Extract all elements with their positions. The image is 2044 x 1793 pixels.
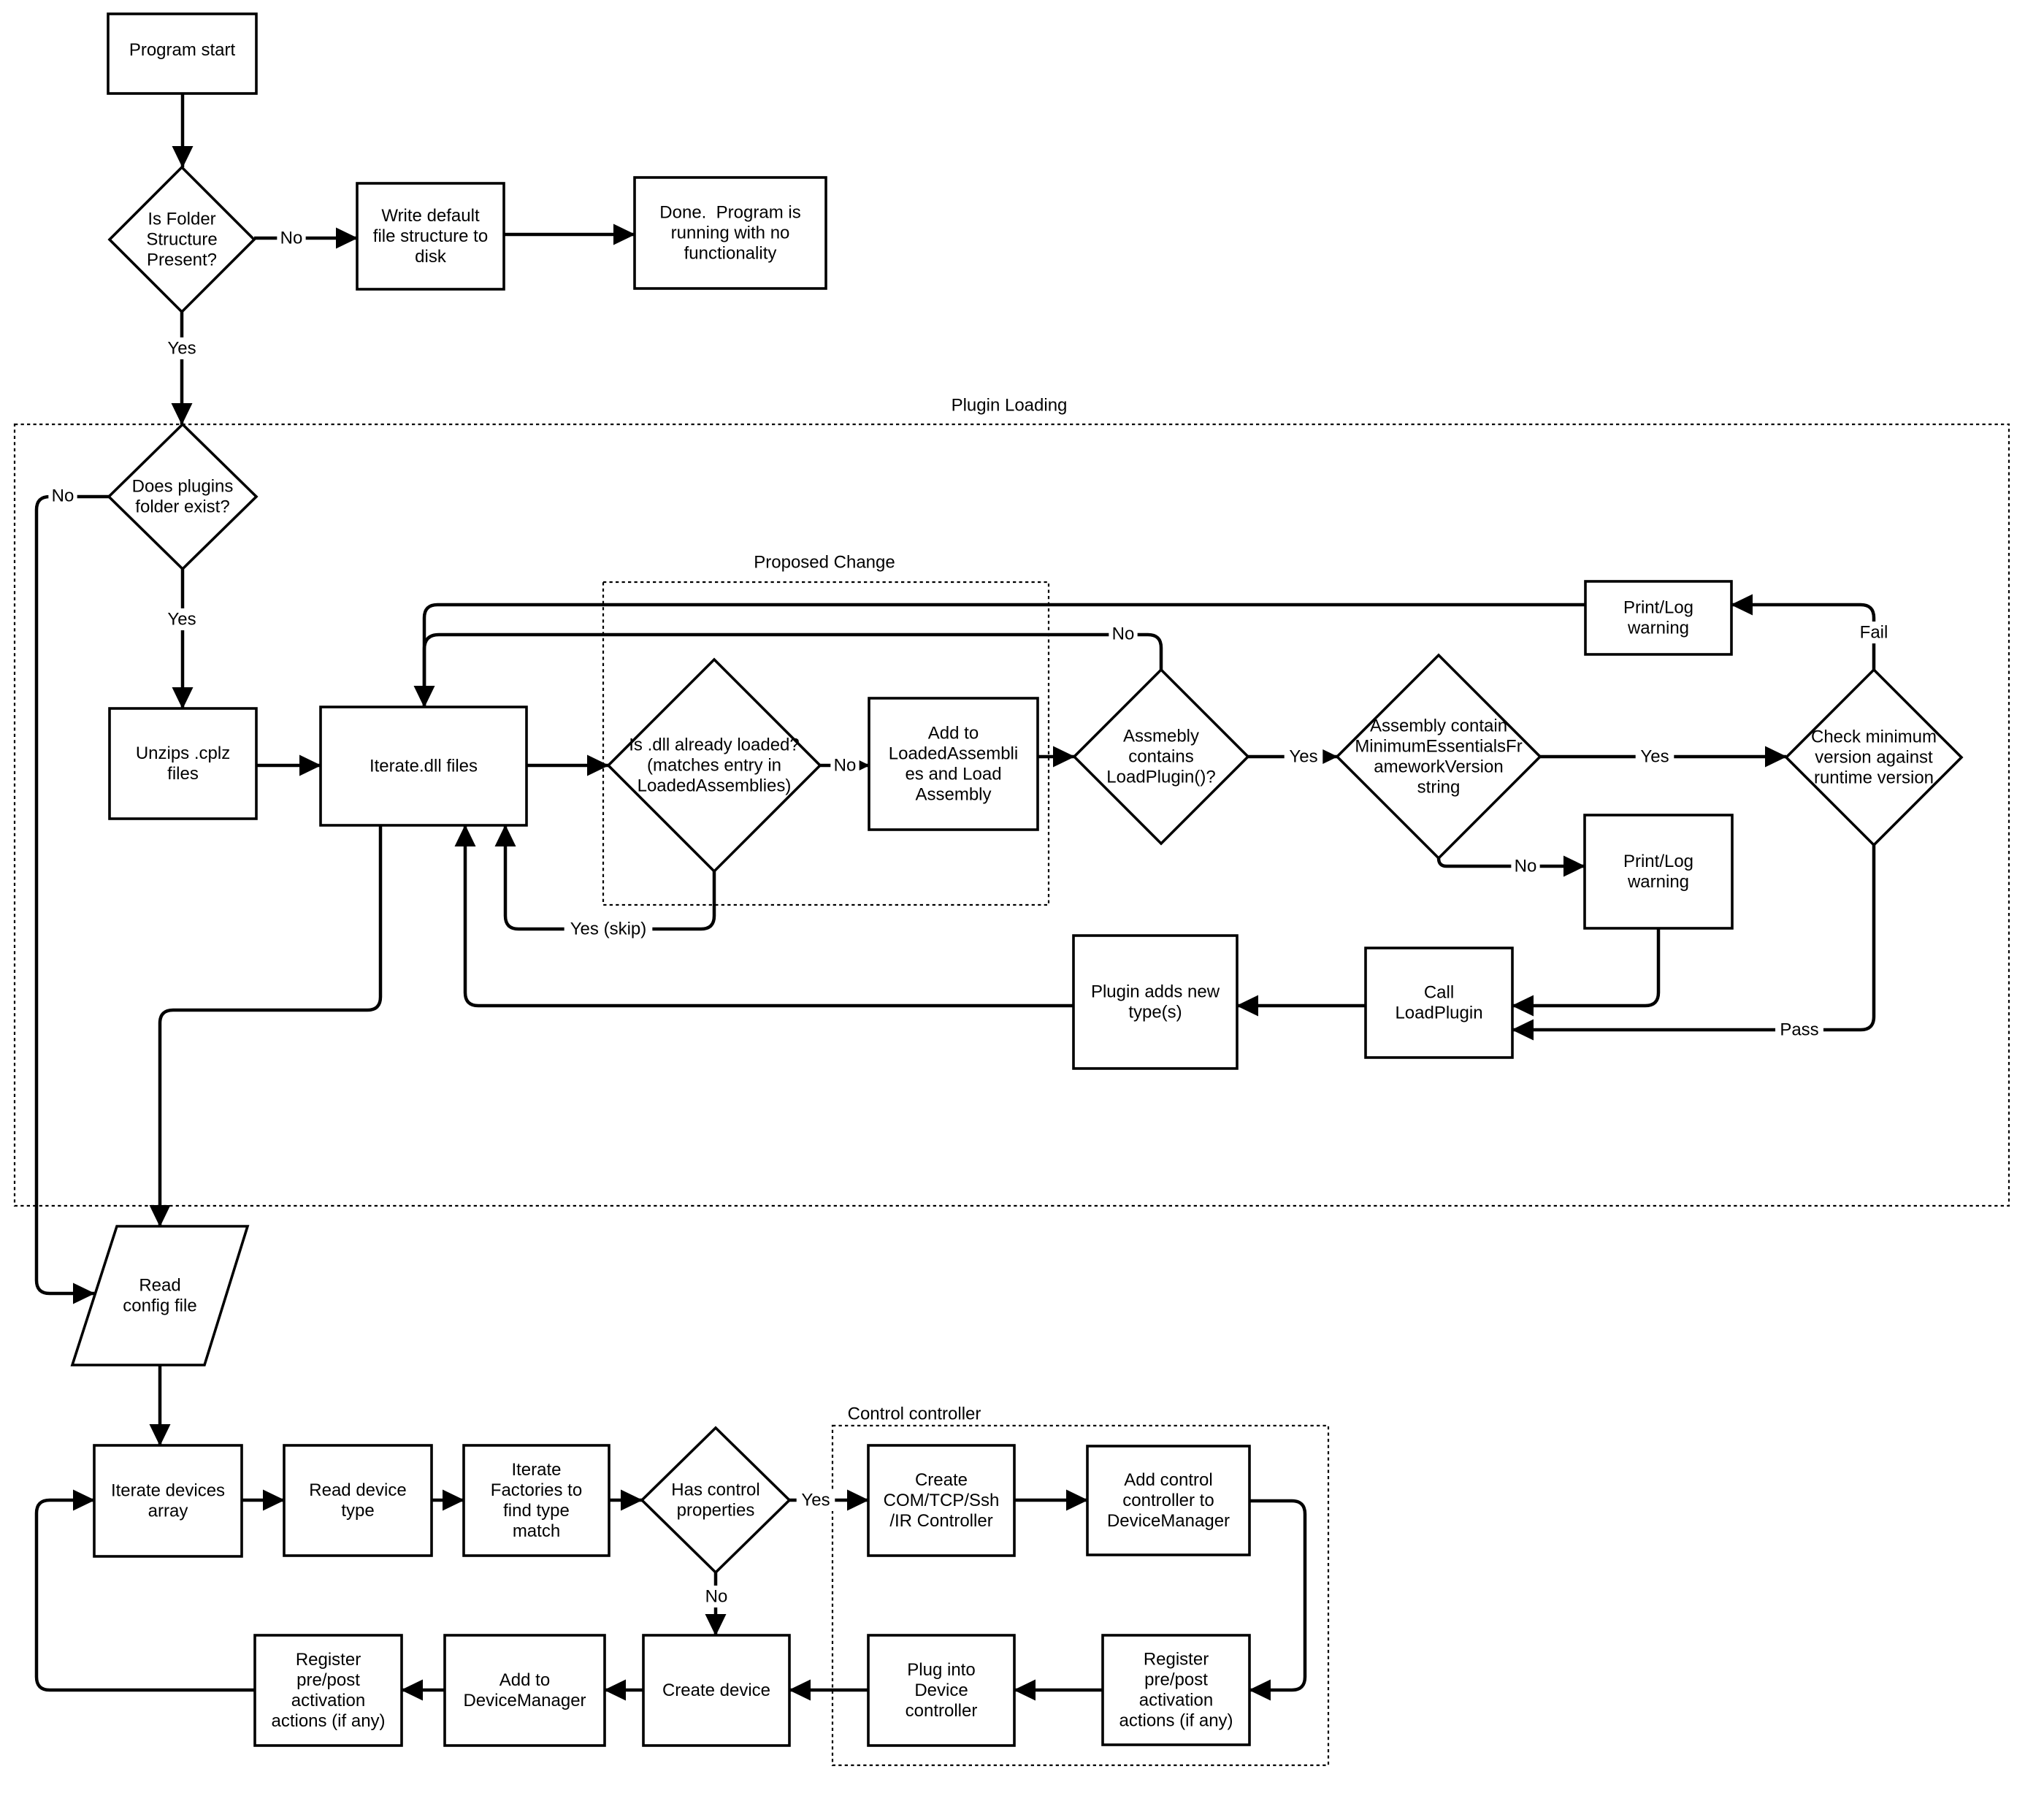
svg-text:Plugin Loading: Plugin Loading [952,396,1068,416]
svg-text:Print/Log: Print/Log [1623,598,1693,618]
svg-text:No: No [1515,857,1537,876]
svg-text:Create: Create [915,1470,968,1490]
svg-text:type: type [341,1501,374,1521]
svg-text:controller to: controller to [1122,1491,1214,1510]
svg-text:controller: controller [906,1701,978,1721]
svg-text:Iterate: Iterate [511,1460,561,1480]
svg-text:warning: warning [1627,872,1689,892]
svg-text:match: match [513,1521,560,1541]
svg-text:pre/post: pre/post [296,1670,360,1690]
svg-text:Register: Register [296,1650,361,1670]
svg-text:actions (if any): actions (if any) [271,1711,385,1731]
svg-text:folder exist?: folder exist? [135,497,229,517]
svg-text:MinimumEssentialsFr: MinimumEssentialsFr [1355,737,1522,757]
svg-text:Factories to: Factories to [491,1480,582,1500]
svg-text:DeviceManager: DeviceManager [1107,1511,1230,1531]
svg-text:Device: Device [914,1681,968,1700]
svg-text:properties: properties [677,1501,755,1521]
svg-text:Create device: Create device [662,1681,770,1700]
svg-text:Proposed Change: Proposed Change [754,553,895,573]
svg-text:Yes: Yes [801,1491,830,1510]
svg-text:Plugin adds new: Plugin adds new [1091,982,1220,1002]
svg-text:Check minimum: Check minimum [1811,727,1937,747]
svg-text:Register: Register [1144,1650,1209,1670]
svg-text:LoadedAssembli: LoadedAssembli [889,744,1018,764]
svg-text:Program start: Program start [129,40,236,60]
svg-text:No: No [1112,624,1135,644]
svg-text:Add control: Add control [1124,1470,1212,1490]
svg-text:Call: Call [1424,983,1454,1003]
svg-text:LoadPlugin()?: LoadPlugin()? [1106,768,1215,787]
svg-text:Assembly: Assembly [915,785,991,805]
svg-text:COM/TCP/Ssh: COM/TCP/Ssh [884,1491,1000,1510]
svg-text:Write default: Write default [381,206,480,226]
svg-text:LoadedAssemblies): LoadedAssemblies) [638,776,792,796]
svg-text:file structure to: file structure to [373,226,488,246]
svg-text:Iterate.dll files: Iterate.dll files [370,757,478,776]
svg-text:Print/Log: Print/Log [1623,852,1693,871]
svg-text:No: No [834,756,857,776]
svg-text:contains: contains [1128,747,1193,767]
svg-text:disk: disk [415,247,447,267]
svg-text:Iterate devices: Iterate devices [111,1481,225,1501]
svg-text:Done. Program is: Done. Program is [659,203,800,223]
svg-text:DeviceManager: DeviceManager [463,1691,586,1710]
svg-text:actions (if any): actions (if any) [1119,1711,1233,1731]
svg-text:Add to: Add to [928,724,979,743]
svg-text:Control controller: Control controller [848,1404,981,1424]
svg-text:Read: Read [139,1276,180,1296]
svg-text:Does plugins: Does plugins [132,477,234,497]
svg-text:Fail: Fail [1860,623,1888,643]
svg-text:find type: find type [503,1501,570,1521]
svg-text:functionality: functionality [684,244,777,264]
svg-text:Read device: Read device [309,1480,406,1500]
svg-text:running with no: running with no [671,223,790,243]
svg-text:pre/post: pre/post [1144,1670,1208,1690]
svg-text:es and Load: es and Load [905,765,1001,784]
svg-text:string: string [1417,778,1461,798]
svg-text:runtime version: runtime version [1814,768,1934,788]
svg-text:config file: config file [123,1296,196,1316]
svg-text:Pass: Pass [1780,1020,1818,1040]
svg-text:activation: activation [1139,1691,1213,1710]
svg-text:No: No [705,1587,728,1607]
svg-text:Has control: Has control [671,1480,759,1500]
svg-text:Assembly contain: Assembly contain [1370,716,1507,736]
svg-text:(matches entry in: (matches entry in [647,756,781,776]
svg-text:Yes: Yes [1640,747,1669,767]
svg-text:No: No [280,229,303,248]
svg-text:Add to: Add to [499,1670,550,1690]
svg-text:activation: activation [291,1691,365,1710]
svg-text:LoadPlugin: LoadPlugin [1395,1003,1482,1023]
svg-text:Plug into: Plug into [907,1660,975,1680]
svg-text:Is .dll already loaded?: Is .dll already loaded? [629,735,799,755]
svg-text:Structure: Structure [146,230,217,250]
svg-text:version against: version against [1815,748,1933,768]
svg-text:Is Folder: Is Folder [148,210,215,229]
svg-text:warning: warning [1627,619,1689,638]
svg-text:files: files [167,764,199,784]
svg-text:/IR Controller: /IR Controller [889,1511,992,1531]
svg-text:Yes (skip): Yes (skip) [570,920,646,939]
svg-text:Yes: Yes [1289,747,1317,767]
svg-text:array: array [148,1502,188,1521]
svg-text:ameworkVersion: ameworkVersion [1374,757,1503,777]
svg-text:Unzips .cplz: Unzips .cplz [136,743,230,763]
svg-text:type(s): type(s) [1128,1003,1182,1022]
svg-text:No: No [52,486,74,506]
svg-text:Present?: Present? [147,251,217,270]
svg-text:Yes: Yes [167,339,196,359]
svg-text:Yes: Yes [167,610,196,630]
svg-text:Assmebly: Assmebly [1123,727,1199,746]
